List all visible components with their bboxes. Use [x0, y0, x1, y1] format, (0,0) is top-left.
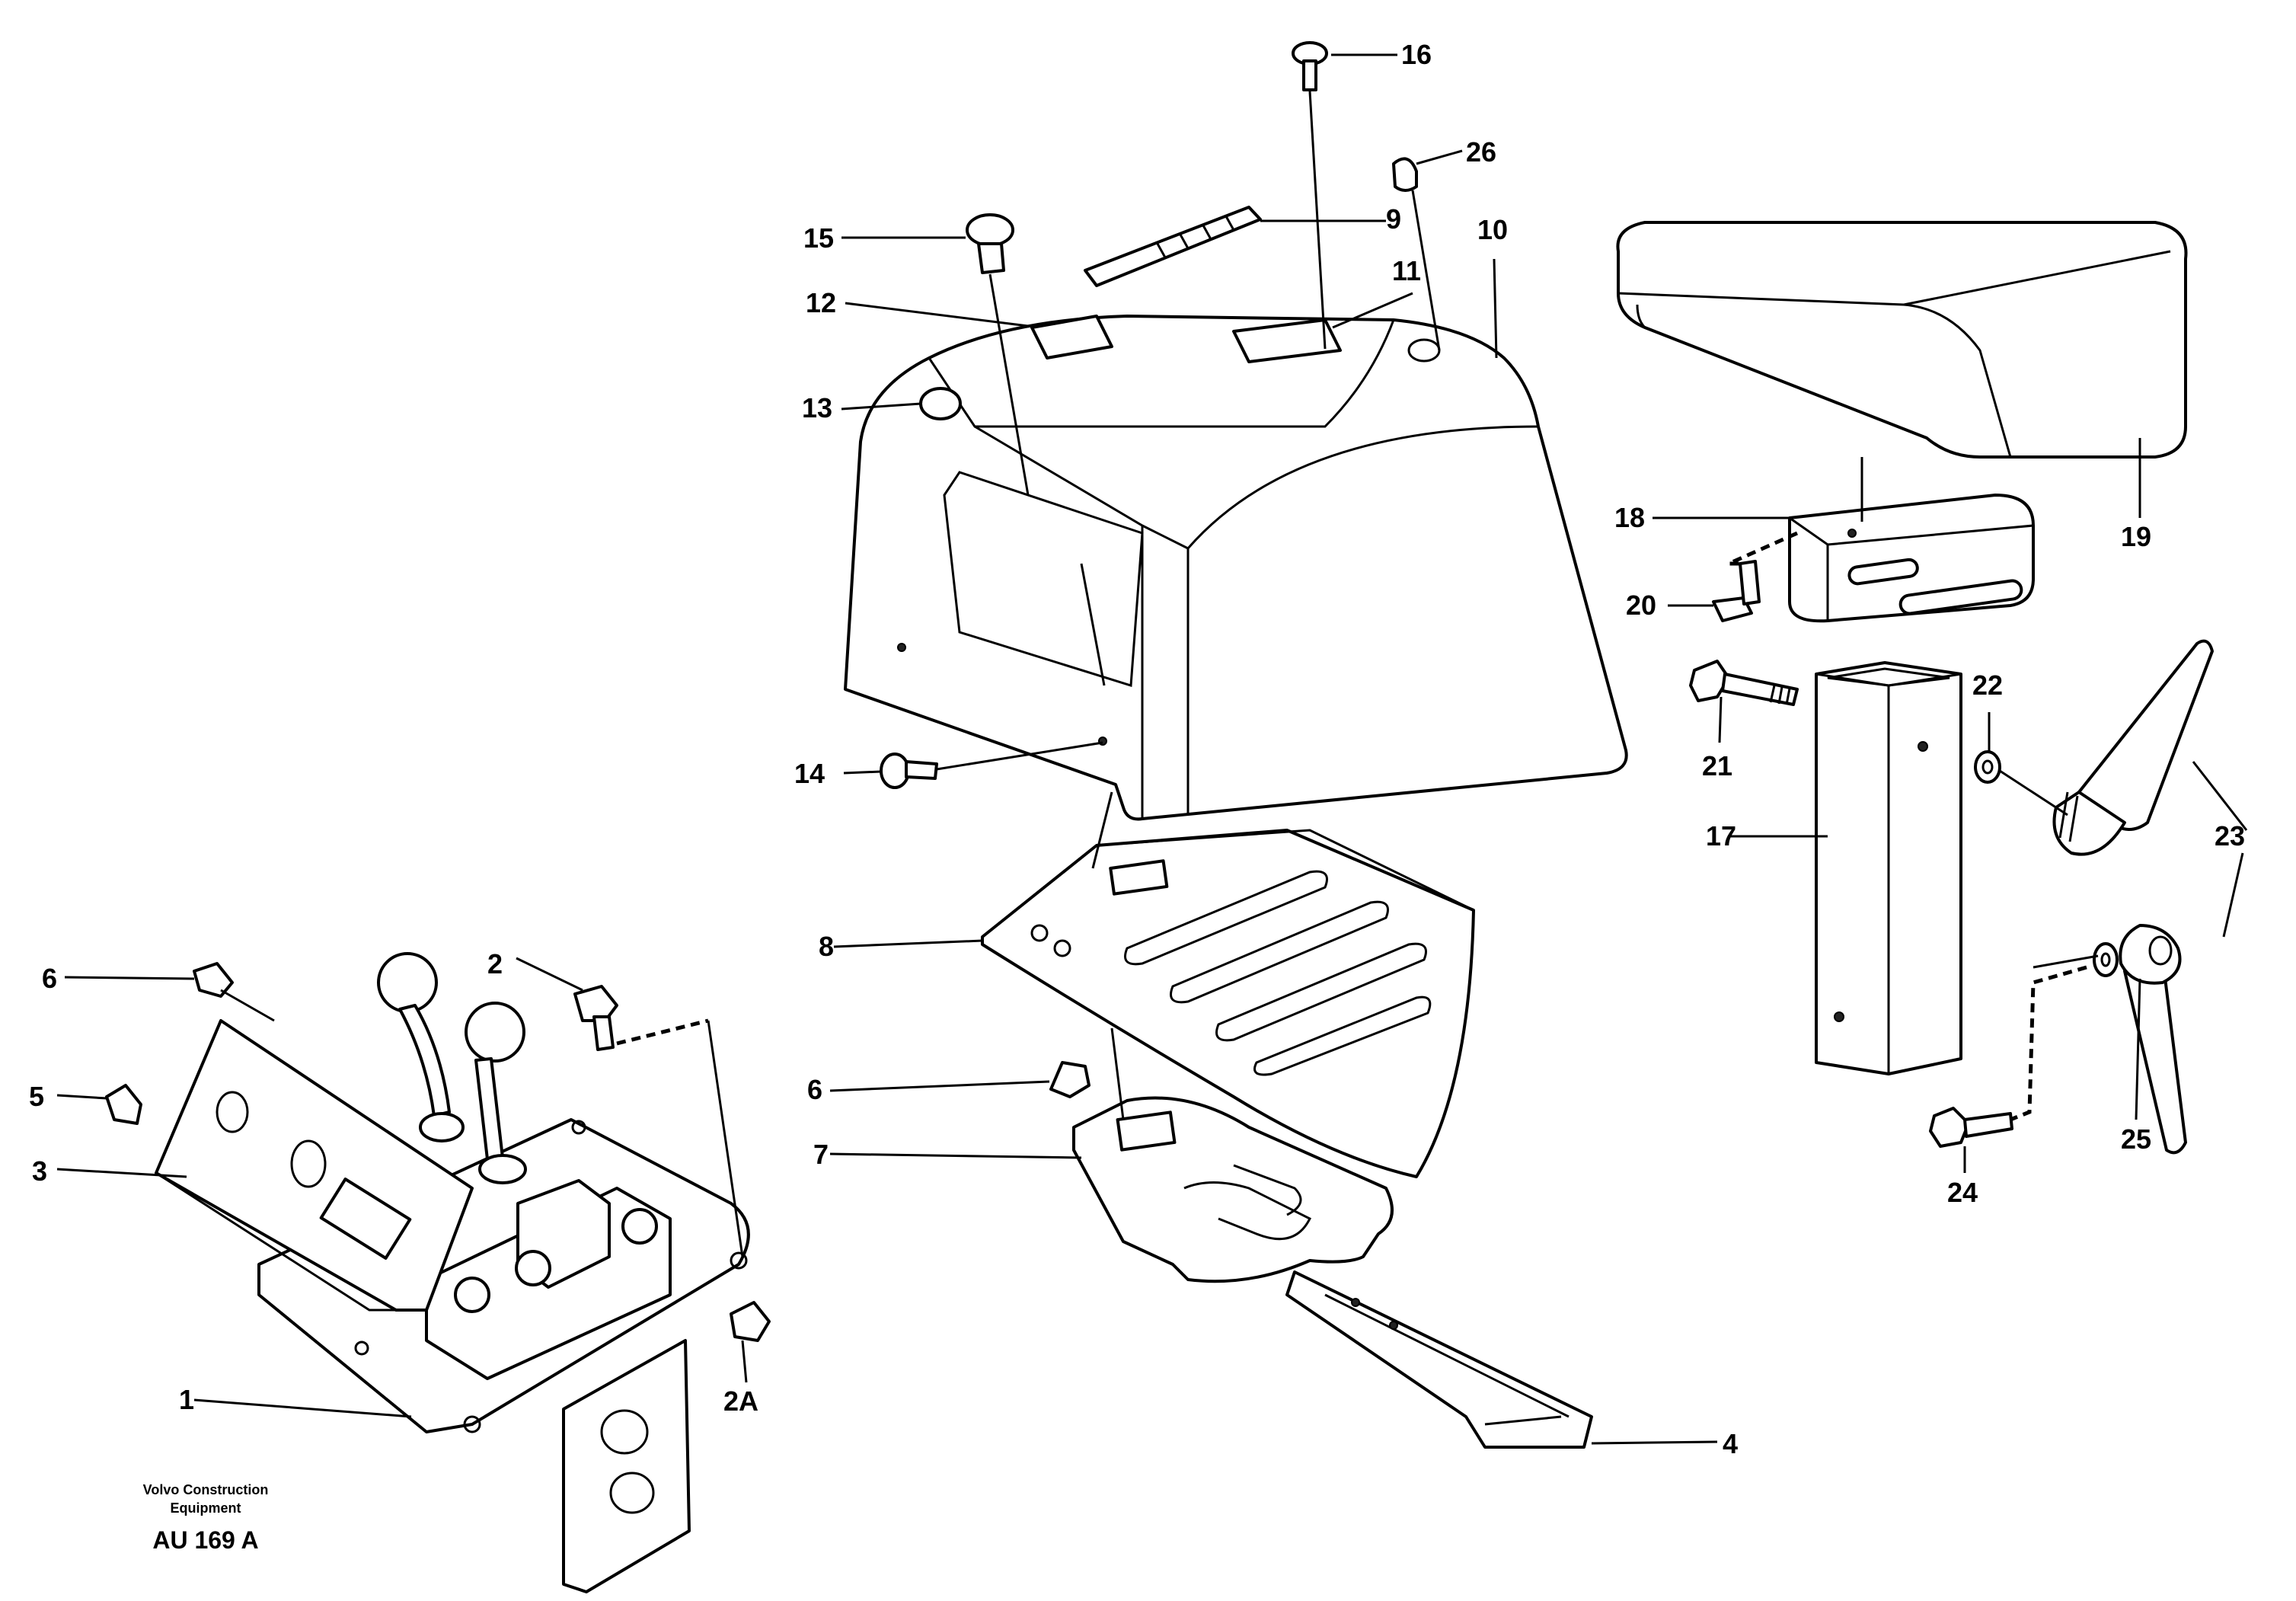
handle-23-upper — [2052, 639, 2214, 856]
label-1: 1 — [179, 1384, 194, 1415]
label-2: 2 — [487, 948, 503, 979]
label-12: 12 — [806, 287, 836, 318]
leader-lines — [56, 53, 2248, 1445]
console-cover — [844, 315, 1628, 821]
nut-2a — [730, 1301, 771, 1342]
label-18: 18 — [1614, 502, 1645, 533]
label-8: 8 — [819, 931, 834, 962]
caption-line2: Equipment — [171, 1500, 241, 1516]
post-17 — [1815, 661, 1962, 1075]
lever-left — [377, 952, 465, 1142]
label-3: 3 — [32, 1155, 47, 1187]
label-22: 22 — [1972, 669, 2003, 701]
drawing-code: AU 169 A — [152, 1526, 258, 1554]
bolt-20 — [1712, 560, 1761, 622]
clip-5 — [105, 1084, 142, 1125]
cap-26 — [1392, 157, 1418, 192]
screw-14 — [880, 753, 938, 789]
label-15: 15 — [803, 222, 834, 254]
caption: Volvo Construction Equipment AU 169 A — [143, 1482, 269, 1554]
label-10: 10 — [1477, 214, 1508, 245]
label-13: 13 — [802, 392, 832, 423]
gate-7 — [1072, 1096, 1394, 1283]
plate-8 — [981, 829, 1475, 1178]
knob-15 — [966, 213, 1014, 274]
plug-hole-13 — [919, 387, 962, 420]
label-6-left: 6 — [42, 963, 57, 994]
lever-right — [465, 1002, 527, 1184]
label-11: 11 — [1392, 255, 1421, 286]
washer-25 — [2093, 942, 2119, 977]
label-17: 17 — [1706, 820, 1736, 852]
handle-23-lower — [2119, 924, 2187, 1155]
cover-plate-3 — [155, 1019, 474, 1356]
callout-labels: 16 26 9 10 11 15 12 13 14 8 6 7 4 18 19 … — [29, 39, 2245, 1459]
label-19: 19 — [2121, 521, 2151, 552]
bracket-18 — [1788, 494, 2035, 623]
clip-6-left — [193, 962, 234, 998]
armrest-cushion — [1616, 221, 2188, 459]
bolt-24 — [1929, 1107, 2013, 1148]
label-2a: 2A — [723, 1385, 758, 1417]
bolt-2 — [573, 985, 618, 1051]
label-5: 5 — [29, 1081, 44, 1112]
label-26: 26 — [1466, 136, 1496, 168]
label-21: 21 — [1702, 750, 1732, 781]
label-9: 9 — [1386, 203, 1401, 235]
label-4: 4 — [1723, 1428, 1738, 1459]
label-16: 16 — [1401, 39, 1432, 70]
label-14: 14 — [794, 758, 825, 789]
valve-body — [425, 1179, 672, 1380]
bolt-21 — [1689, 660, 1799, 706]
strip-9 — [1084, 206, 1262, 287]
washer-22 — [1974, 750, 2001, 784]
clip-6-middle — [1049, 1061, 1091, 1098]
caption-line1: Volvo Construction — [143, 1482, 269, 1497]
rail-4 — [1285, 1270, 1593, 1449]
label-7: 7 — [813, 1139, 829, 1170]
label-20: 20 — [1626, 590, 1656, 621]
screw-16 — [1292, 41, 1328, 91]
label-25: 25 — [2121, 1123, 2151, 1155]
label-24: 24 — [1947, 1177, 1978, 1208]
label-23: 23 — [2215, 820, 2245, 852]
label-6-middle: 6 — [807, 1074, 822, 1105]
